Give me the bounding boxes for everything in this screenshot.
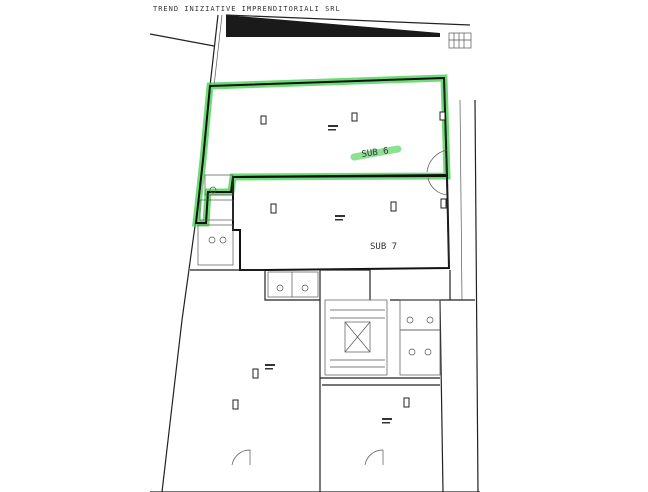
street-wall-inner [213, 14, 223, 87]
east-outer-wall [459, 99, 463, 301]
left-boundary [149, 33, 215, 47]
top-boundary [225, 14, 471, 26]
toilets-left [197, 174, 234, 266]
lower-building [190, 269, 475, 492]
east-boundary [474, 99, 479, 492]
sub7-label: SUB 7 [370, 242, 397, 252]
columns [232, 111, 447, 410]
door-arc [426, 149, 448, 173]
door-arc [427, 177, 448, 196]
wc-block-right [399, 299, 441, 376]
sub6-label: SUB 6 [361, 146, 389, 160]
stairwell [324, 299, 388, 376]
room-labels [265, 125, 392, 424]
stairs-top [448, 32, 472, 49]
sub6-label-highlight [350, 145, 402, 161]
header-title: TREND INIZIATIVE IMPRENDITORIALI SRL [153, 5, 341, 13]
door-arc [231, 449, 251, 466]
roof-wedge [226, 15, 440, 37]
sub7-outline [232, 173, 451, 271]
door-arc [364, 449, 384, 466]
east-wall [443, 77, 450, 269]
wc-block-center [267, 271, 319, 298]
